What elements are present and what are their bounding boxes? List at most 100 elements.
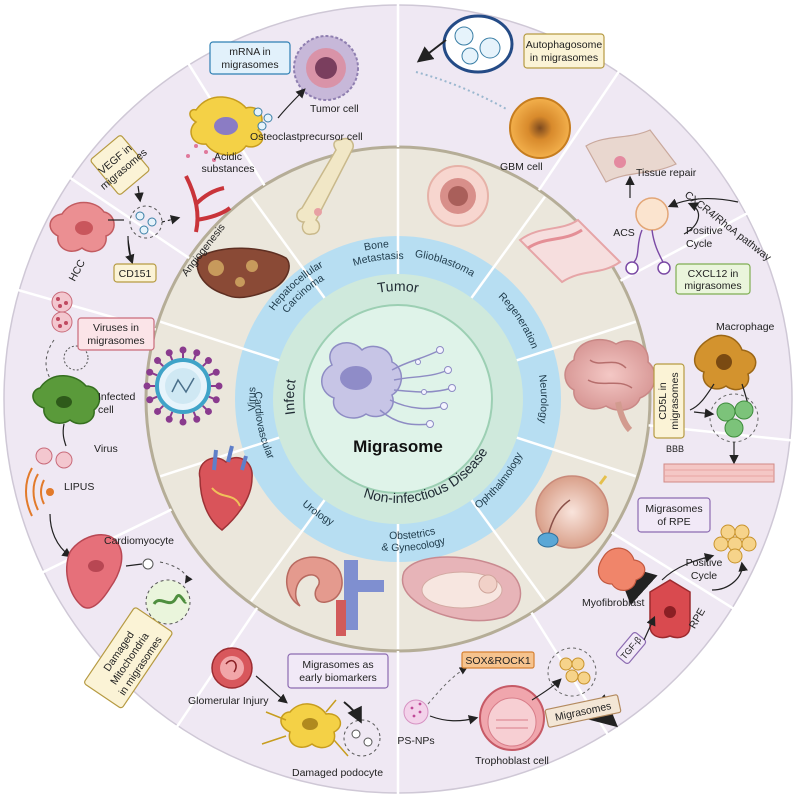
cardiomyocyte-label: Cardiomyocyte xyxy=(104,535,174,547)
infected-label-1: Infected xyxy=(98,391,136,403)
virus-icon xyxy=(143,346,223,426)
bone-icon xyxy=(296,137,354,236)
glomerular-label: Glomerular Injury xyxy=(188,695,269,707)
liver-icon xyxy=(196,247,290,299)
blood-vessel-icon xyxy=(184,175,232,233)
macrophage-label: Macrophage xyxy=(716,321,775,333)
migrasomes-rpe-label-2: of RPE xyxy=(657,516,690,528)
cxcl12-box xyxy=(675,263,751,295)
outer-divider-line xyxy=(611,531,735,610)
mrna-label-1: mRNA in xyxy=(229,46,271,58)
outer-divider-line xyxy=(619,211,749,282)
cd5l-label-2: migrasomes xyxy=(669,372,681,429)
glomerulus-icon xyxy=(211,647,253,689)
vegf-box xyxy=(90,135,150,195)
sox-box xyxy=(461,651,535,669)
virus-spike-tip xyxy=(179,346,187,354)
acidic-label-2: substances xyxy=(201,163,254,175)
acs-label: ACS xyxy=(613,227,635,239)
gbm-cell-icon xyxy=(509,97,571,159)
cd151-label: CD151 xyxy=(119,268,152,280)
biomarkers-box xyxy=(287,653,389,689)
ring-label-bone-1: Bone xyxy=(363,238,389,253)
gbm-cell-label: GBM cell xyxy=(500,161,543,173)
mrna-label-2: migrasomes xyxy=(221,59,278,71)
myofibroblast-icon xyxy=(597,547,646,591)
virus-spike-tip xyxy=(179,418,187,426)
rpe-panel xyxy=(597,524,757,639)
infected-cell-icon xyxy=(32,375,101,425)
acs-panel xyxy=(585,129,739,275)
positive-cycle-label-2: Cycle xyxy=(686,238,712,250)
ring-divider-line xyxy=(516,320,637,362)
viruses-in-box xyxy=(77,317,155,351)
acidic-label-1: Acidic xyxy=(214,151,242,163)
positive-cycle2-label-1: Positive xyxy=(686,557,723,569)
cxcl12-label-1: CXCL12 in xyxy=(688,268,739,280)
ring-divider-line xyxy=(159,320,280,362)
cd151-box xyxy=(113,263,157,283)
inner-sector-dividers xyxy=(159,149,637,649)
ring-divider-line xyxy=(250,196,326,299)
ring-label-virus: Virus xyxy=(246,387,258,412)
infected-label-2: cell xyxy=(98,404,114,416)
outer-divider-line xyxy=(537,70,621,191)
migrasomes-box xyxy=(544,694,622,728)
viruses-in-label-1: Viruses in xyxy=(93,322,139,334)
positive-cycle2-label-2: Cycle xyxy=(691,570,717,582)
rpe-cell-icon xyxy=(649,579,691,639)
tissue-repair-label: Tissue repair xyxy=(636,167,697,179)
trophoblast-cell-icon xyxy=(479,685,545,751)
virus-spike-tip xyxy=(215,382,223,390)
autophagosome-box xyxy=(523,33,605,69)
mrna-box xyxy=(209,41,291,75)
tumor-glioblastoma-icon xyxy=(427,165,489,227)
osteoclast-cell-icon xyxy=(189,96,264,156)
cd5l-label-1: CD5L in xyxy=(657,382,669,420)
infection-panel xyxy=(32,291,101,469)
positive-cycle-label-1: Positive xyxy=(686,225,723,237)
category-label-infect: Infect xyxy=(281,378,299,416)
hcc-panel xyxy=(49,175,232,265)
podocyte-cell-icon xyxy=(261,699,349,757)
eye-icon xyxy=(535,475,609,549)
macrophage-panel xyxy=(663,334,775,483)
tumor-cell-icon xyxy=(293,35,359,101)
biomarkers-label-1: Migrasomes as xyxy=(302,659,373,671)
ultrasound-wave-icon xyxy=(25,467,54,517)
ring-label-neurology: Neurology xyxy=(536,374,550,425)
virus-spike-tip xyxy=(212,368,220,376)
ring-divider-line xyxy=(159,436,280,478)
autophagosome-label-1: Autophagosome xyxy=(526,39,603,51)
trophoblast-label: Trophoblast cell xyxy=(475,755,549,767)
ring-divider-line xyxy=(516,436,637,478)
brain-icon xyxy=(564,338,656,433)
psnps-label: PS-NPs xyxy=(397,735,434,747)
virus-spike-tip xyxy=(193,349,201,357)
migrasomes-rpe-box xyxy=(637,497,711,533)
ring-divider-line xyxy=(470,499,546,602)
virus-spike-tip xyxy=(165,349,173,357)
migrasome-cell-icon xyxy=(321,342,456,428)
kidney-icon xyxy=(286,556,384,636)
category-label-tumor: Tumor xyxy=(376,278,420,296)
virus-spike-tip xyxy=(154,357,162,365)
heart-icon xyxy=(198,445,253,531)
bbb-label: BBB xyxy=(666,444,684,454)
autophagosome-label-2: in migrasomes xyxy=(530,52,598,64)
hcc-cell-icon xyxy=(49,201,115,253)
tumor-cell-label: Tumor cell xyxy=(310,103,359,115)
cxcl12-label-2: migrasomes xyxy=(684,280,741,292)
virus-spike-tip xyxy=(212,396,220,404)
center-title: Migrasome xyxy=(353,437,443,456)
cd5l-box xyxy=(653,363,685,439)
migrasome-cluster-icon xyxy=(713,524,757,564)
viruses-in-label-2: migrasomes xyxy=(87,335,144,347)
migrasomes-rpe-label-1: Migrasomes xyxy=(645,503,702,515)
virus-spike-tip xyxy=(204,407,212,415)
trophoblast-panel xyxy=(403,647,619,751)
tgfb-box xyxy=(615,631,647,665)
podocyte-panel xyxy=(211,647,381,757)
